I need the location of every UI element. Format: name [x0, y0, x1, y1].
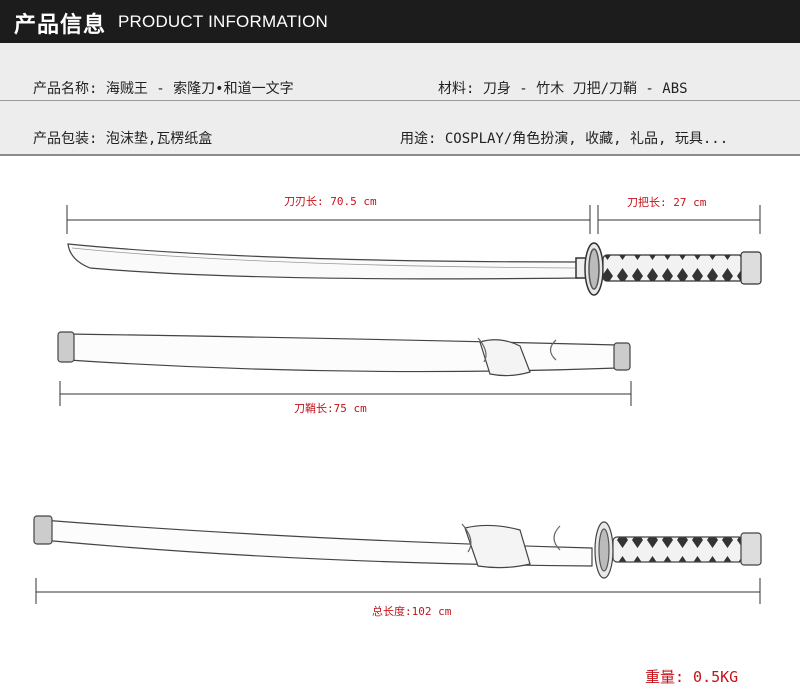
total-dimension-line: [35, 578, 761, 604]
handle-length-label: 刀把长: 27 cm: [627, 196, 707, 209]
product-material: 材料: 刀身 - 竹木 刀把/刀鞘 - ABS: [438, 81, 688, 97]
weight-label: 重量: 0.5KG: [645, 668, 739, 686]
full-sword: [33, 515, 762, 579]
info-divider: [0, 100, 800, 101]
handle-dimension-line: [597, 205, 761, 234]
blade-dimension-line: [66, 205, 591, 234]
header-bar: 产品信息 PRODUCT INFORMATION: [0, 0, 800, 43]
sword-guard: [575, 242, 604, 296]
product-name: 产品名称: 海贼王 - 索隆刀•和道一文字: [33, 81, 294, 97]
header-title-cn: 产品信息: [14, 13, 107, 38]
scabbard: [57, 331, 631, 377]
sword-blade: [67, 243, 579, 280]
sword-handle: [602, 251, 762, 285]
total-length-label: 总长度:102 cm: [372, 605, 452, 618]
product-packaging: 产品包装: 泡沫垫,瓦楞纸盒: [33, 131, 213, 147]
scabbard-length-label: 刀鞘长:75 cm: [294, 402, 367, 415]
product-usage: 用途: COSPLAY/角色扮演, 收藏, 礼品, 玩具...: [400, 131, 729, 147]
blade-length-label: 刀刃长: 70.5 cm: [284, 195, 377, 208]
scabbard-dimension-line: [59, 381, 632, 406]
info-panel: 产品名称: 海贼王 - 索隆刀•和道一文字 材料: 刀身 - 竹木 刀把/刀鞘 …: [0, 43, 800, 156]
header-title-en: PRODUCT INFORMATION: [118, 12, 328, 31]
